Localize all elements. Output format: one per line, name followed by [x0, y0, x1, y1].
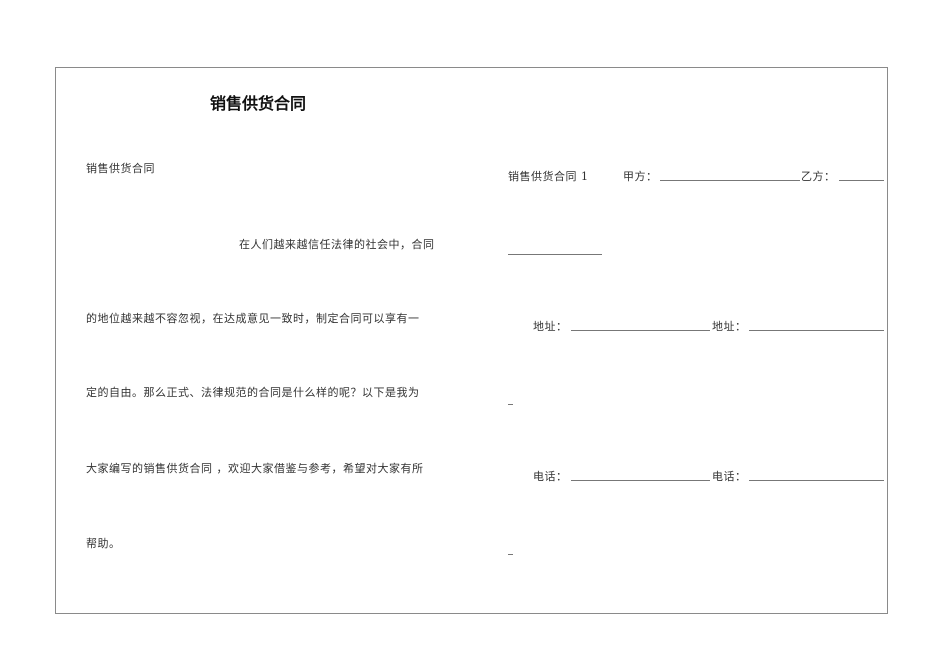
body-line-5: 帮助。 [86, 537, 121, 550]
left-heading: 销售供货合同 [86, 162, 155, 175]
party-b-blank-continued [508, 254, 602, 255]
phone-a-blank [571, 480, 710, 481]
address-b-blank [749, 330, 884, 331]
body-line-1: 在人们越来越信任法律的社会中，合同 [239, 238, 435, 251]
document-title: 销售供货合同 [210, 94, 307, 113]
address-a-blank [571, 330, 710, 331]
body-line-3: 定的自由。那么正式、法律规范的合同是什么样的呢？以下是我为 [86, 386, 420, 399]
body-line-2: 的地位越来越不容忽视，在达成意见一致时，制定合同可以享有一 [86, 312, 420, 325]
phone-label-a: 电话： [533, 470, 568, 483]
document-page-frame [55, 67, 888, 614]
party-b-label: 乙方： [801, 170, 836, 183]
body-line-4: 大家编写的销售供货合同 ，欢迎大家借鉴与参考，希望对大家有所 [86, 462, 424, 475]
party-a-blank [660, 180, 800, 181]
contract-label: 销售供货合同 1 [508, 170, 589, 183]
party-b-blank [839, 180, 884, 181]
phone-label-b: 电话： [712, 470, 747, 483]
party-a-label: 甲方： [623, 170, 658, 183]
phone-blank-continued [508, 554, 513, 555]
address-blank-continued [508, 404, 513, 405]
address-label-a: 地址： [533, 320, 568, 333]
address-label-b: 地址： [712, 320, 747, 333]
phone-b-blank [749, 480, 884, 481]
